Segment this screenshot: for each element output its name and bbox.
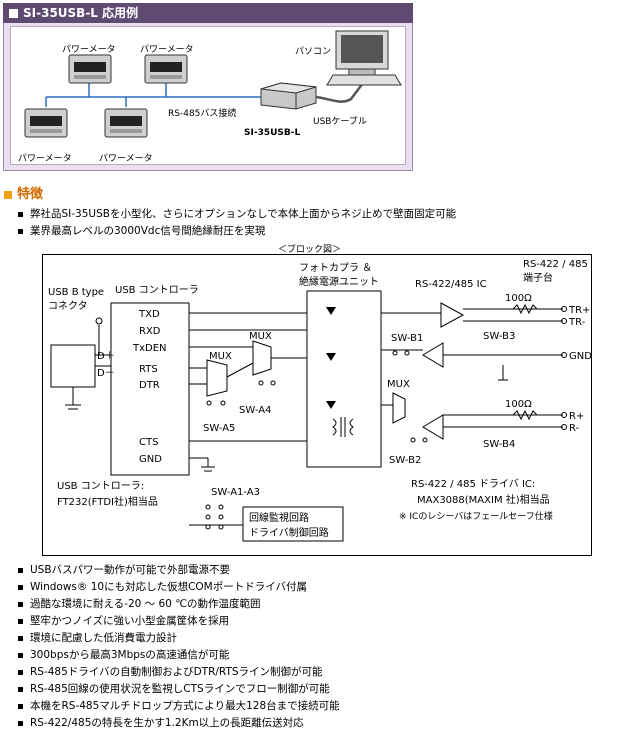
si35usb-device	[260, 82, 317, 110]
usb-connector-label-2: コネクタ	[48, 300, 88, 312]
signal-txden: TxDEN	[132, 343, 167, 354]
block-diagram-caption: ＜ブロック図＞	[277, 245, 341, 255]
list-item: 本機をRS-485マルチドロップ方式により最大128台まで接続可能	[0, 698, 340, 715]
isolation-label-2: 絶縁電源ユニット	[299, 275, 379, 288]
dplus-label: D＋	[97, 351, 115, 362]
mux-label-3: MUX	[387, 379, 410, 390]
list-item: 堅牢かつノイズに強い小型金属筐体を採用	[0, 613, 340, 630]
driver-note-1: RS-422 / 485 ドライバ IC:	[411, 478, 535, 490]
pc-label: パソコン	[295, 47, 332, 57]
list-item: 過酷な環境に耐える-20 ～ 60 ℃の動作温度範囲	[0, 596, 340, 613]
terminal-rp: R+	[569, 411, 584, 422]
resistor-label-tr: 100Ω	[505, 293, 532, 304]
application-title-bar: SI-35USB-L 応用例	[3, 3, 413, 23]
usb-connector-label-1: USB B type	[48, 287, 104, 298]
signal-rts: RTS	[139, 364, 158, 375]
meter-label-1: パワーメータ	[62, 45, 116, 55]
terminal-trm: TR-	[568, 317, 586, 328]
application-title: SI-35USB-L 応用例	[23, 6, 139, 20]
sw-b2-label: SW-B2	[389, 455, 421, 466]
isolation-label-1: フォトカプラ ＆	[299, 262, 372, 274]
features-heading-text: 特徴	[17, 187, 44, 202]
sw-a1-a3-label: SW-A1-A3	[211, 487, 260, 498]
driver-note-2: MAX3088(MAXIM 社)相当品	[417, 493, 550, 506]
signal-dtr: DTR	[139, 380, 160, 391]
terminal-gnd: GND	[569, 351, 592, 362]
power-meter-4	[104, 108, 148, 138]
mux-3	[392, 392, 406, 424]
list-item: RS-422/485の特長を生かす1.2Km以上の長距離伝送対応	[0, 715, 340, 732]
meter-label-2: パワーメータ	[140, 45, 194, 55]
bus-lines	[45, 82, 261, 107]
controller-note-1: USB コントローラ:	[57, 480, 144, 492]
feature-list-bottom: USBバスパワー動作が可能で外部電源不要 Windows® 10にも対応した仮想…	[0, 562, 340, 732]
list-item: 弊社品SI-35USBを小型化、さらにオプションなしで本体上面からネジ止めで壁面…	[0, 206, 456, 223]
sw-b4-label: SW-B4	[483, 439, 515, 450]
mux-1	[206, 359, 228, 397]
list-item: RS-485ドライバの自動制御およびDTR/RTSライン制御が可能	[0, 664, 340, 681]
meter-label-4: パワーメータ	[99, 154, 153, 164]
sw-a4-label: SW-A4	[239, 405, 271, 416]
mux-label-1: MUX	[209, 351, 232, 362]
optocoupler-icons	[326, 307, 336, 409]
cable-label: USBケーブル	[313, 117, 367, 127]
block-diagram-svg: USB B type コネクタ D＋ D－ USB コントローラ TXD RXD…	[48, 259, 592, 542]
terminal-label-2: 端子台	[523, 271, 553, 284]
list-item: 300bpsから最高3Mbpsの高速通信が可能	[0, 647, 340, 664]
square-bullet-icon	[9, 9, 18, 18]
list-item: USBバスパワー動作が可能で外部電源不要	[0, 562, 340, 579]
receiver-1	[422, 342, 444, 368]
signal-txd: TXD	[138, 309, 160, 320]
square-bullet-icon	[4, 190, 12, 199]
terminal-trp: TR+	[568, 305, 590, 316]
list-item: 業界最高レベルの3000Vdc信号間絶縁耐圧を実現	[0, 223, 456, 240]
isolation-unit	[306, 290, 382, 468]
driver-1	[440, 302, 465, 328]
signal-gnd: GND	[139, 454, 162, 465]
block-diagram: USB B type コネクタ D＋ D－ USB コントローラ TXD RXD…	[42, 254, 592, 556]
power-meter-2	[144, 54, 188, 84]
power-meter-3	[24, 108, 68, 138]
usb-connector-box	[50, 344, 96, 388]
controller-title: USB コントローラ	[115, 284, 199, 296]
terminal-label-1: RS-422 / 485	[523, 259, 588, 270]
feature-list-top: 弊社品SI-35USBを小型化、さらにオプションなしで本体上面からネジ止めで壁面…	[0, 206, 456, 240]
application-figure	[24, 30, 402, 138]
switch-contacts	[205, 350, 428, 530]
list-item: Windows® 10にも対応した仮想COMポートドライバ付属	[0, 579, 340, 596]
device-label: SI-35USB-L	[244, 128, 301, 138]
usb-cable	[315, 82, 364, 103]
list-item: 環境に配慮した低消費電力設計	[0, 630, 340, 647]
receiver-2	[422, 414, 444, 440]
terminal-rm: R-	[569, 423, 580, 434]
signal-cts: CTS	[139, 437, 158, 448]
driver-note-3: ※ ICのレシーバはフェールセーフ仕様	[399, 510, 553, 522]
usb-controller-box	[110, 302, 190, 476]
sw-a5-label: SW-A5	[203, 423, 235, 434]
sw-b3-label: SW-B3	[483, 331, 515, 342]
mux-2	[252, 340, 272, 376]
resistor-label-r: 100Ω	[505, 399, 532, 410]
monitor-box-label-2: ドライバ制御回路	[249, 526, 329, 539]
monitor-box	[242, 506, 344, 542]
monitor-box-label-1: 回線監視回路	[249, 511, 309, 524]
features-heading: 特徴	[4, 183, 43, 202]
terminal-circle	[95, 317, 103, 325]
power-meter-1	[68, 54, 112, 84]
transformer-icon	[332, 417, 354, 437]
ic-label: RS-422/485 IC	[415, 279, 487, 290]
dminus-label: D－	[97, 368, 115, 379]
personal-computer	[326, 30, 402, 86]
resistor-tr	[512, 303, 538, 315]
resistor-r	[512, 409, 538, 421]
meter-label-3: パワーメータ	[18, 154, 72, 164]
controller-note-2: FT232(FTDI社)相当品	[57, 495, 158, 508]
mux-label-2: MUX	[249, 331, 272, 342]
sw-b1-label: SW-B1	[391, 333, 423, 344]
ground-symbols	[65, 404, 215, 472]
signal-rxd: RXD	[139, 326, 161, 337]
bus-label: RS-485バス接続	[168, 109, 237, 119]
list-item: RS-485回線の使用状況を監視しCTSラインでフロー制御が可能	[0, 681, 340, 698]
application-illustration	[10, 26, 406, 165]
